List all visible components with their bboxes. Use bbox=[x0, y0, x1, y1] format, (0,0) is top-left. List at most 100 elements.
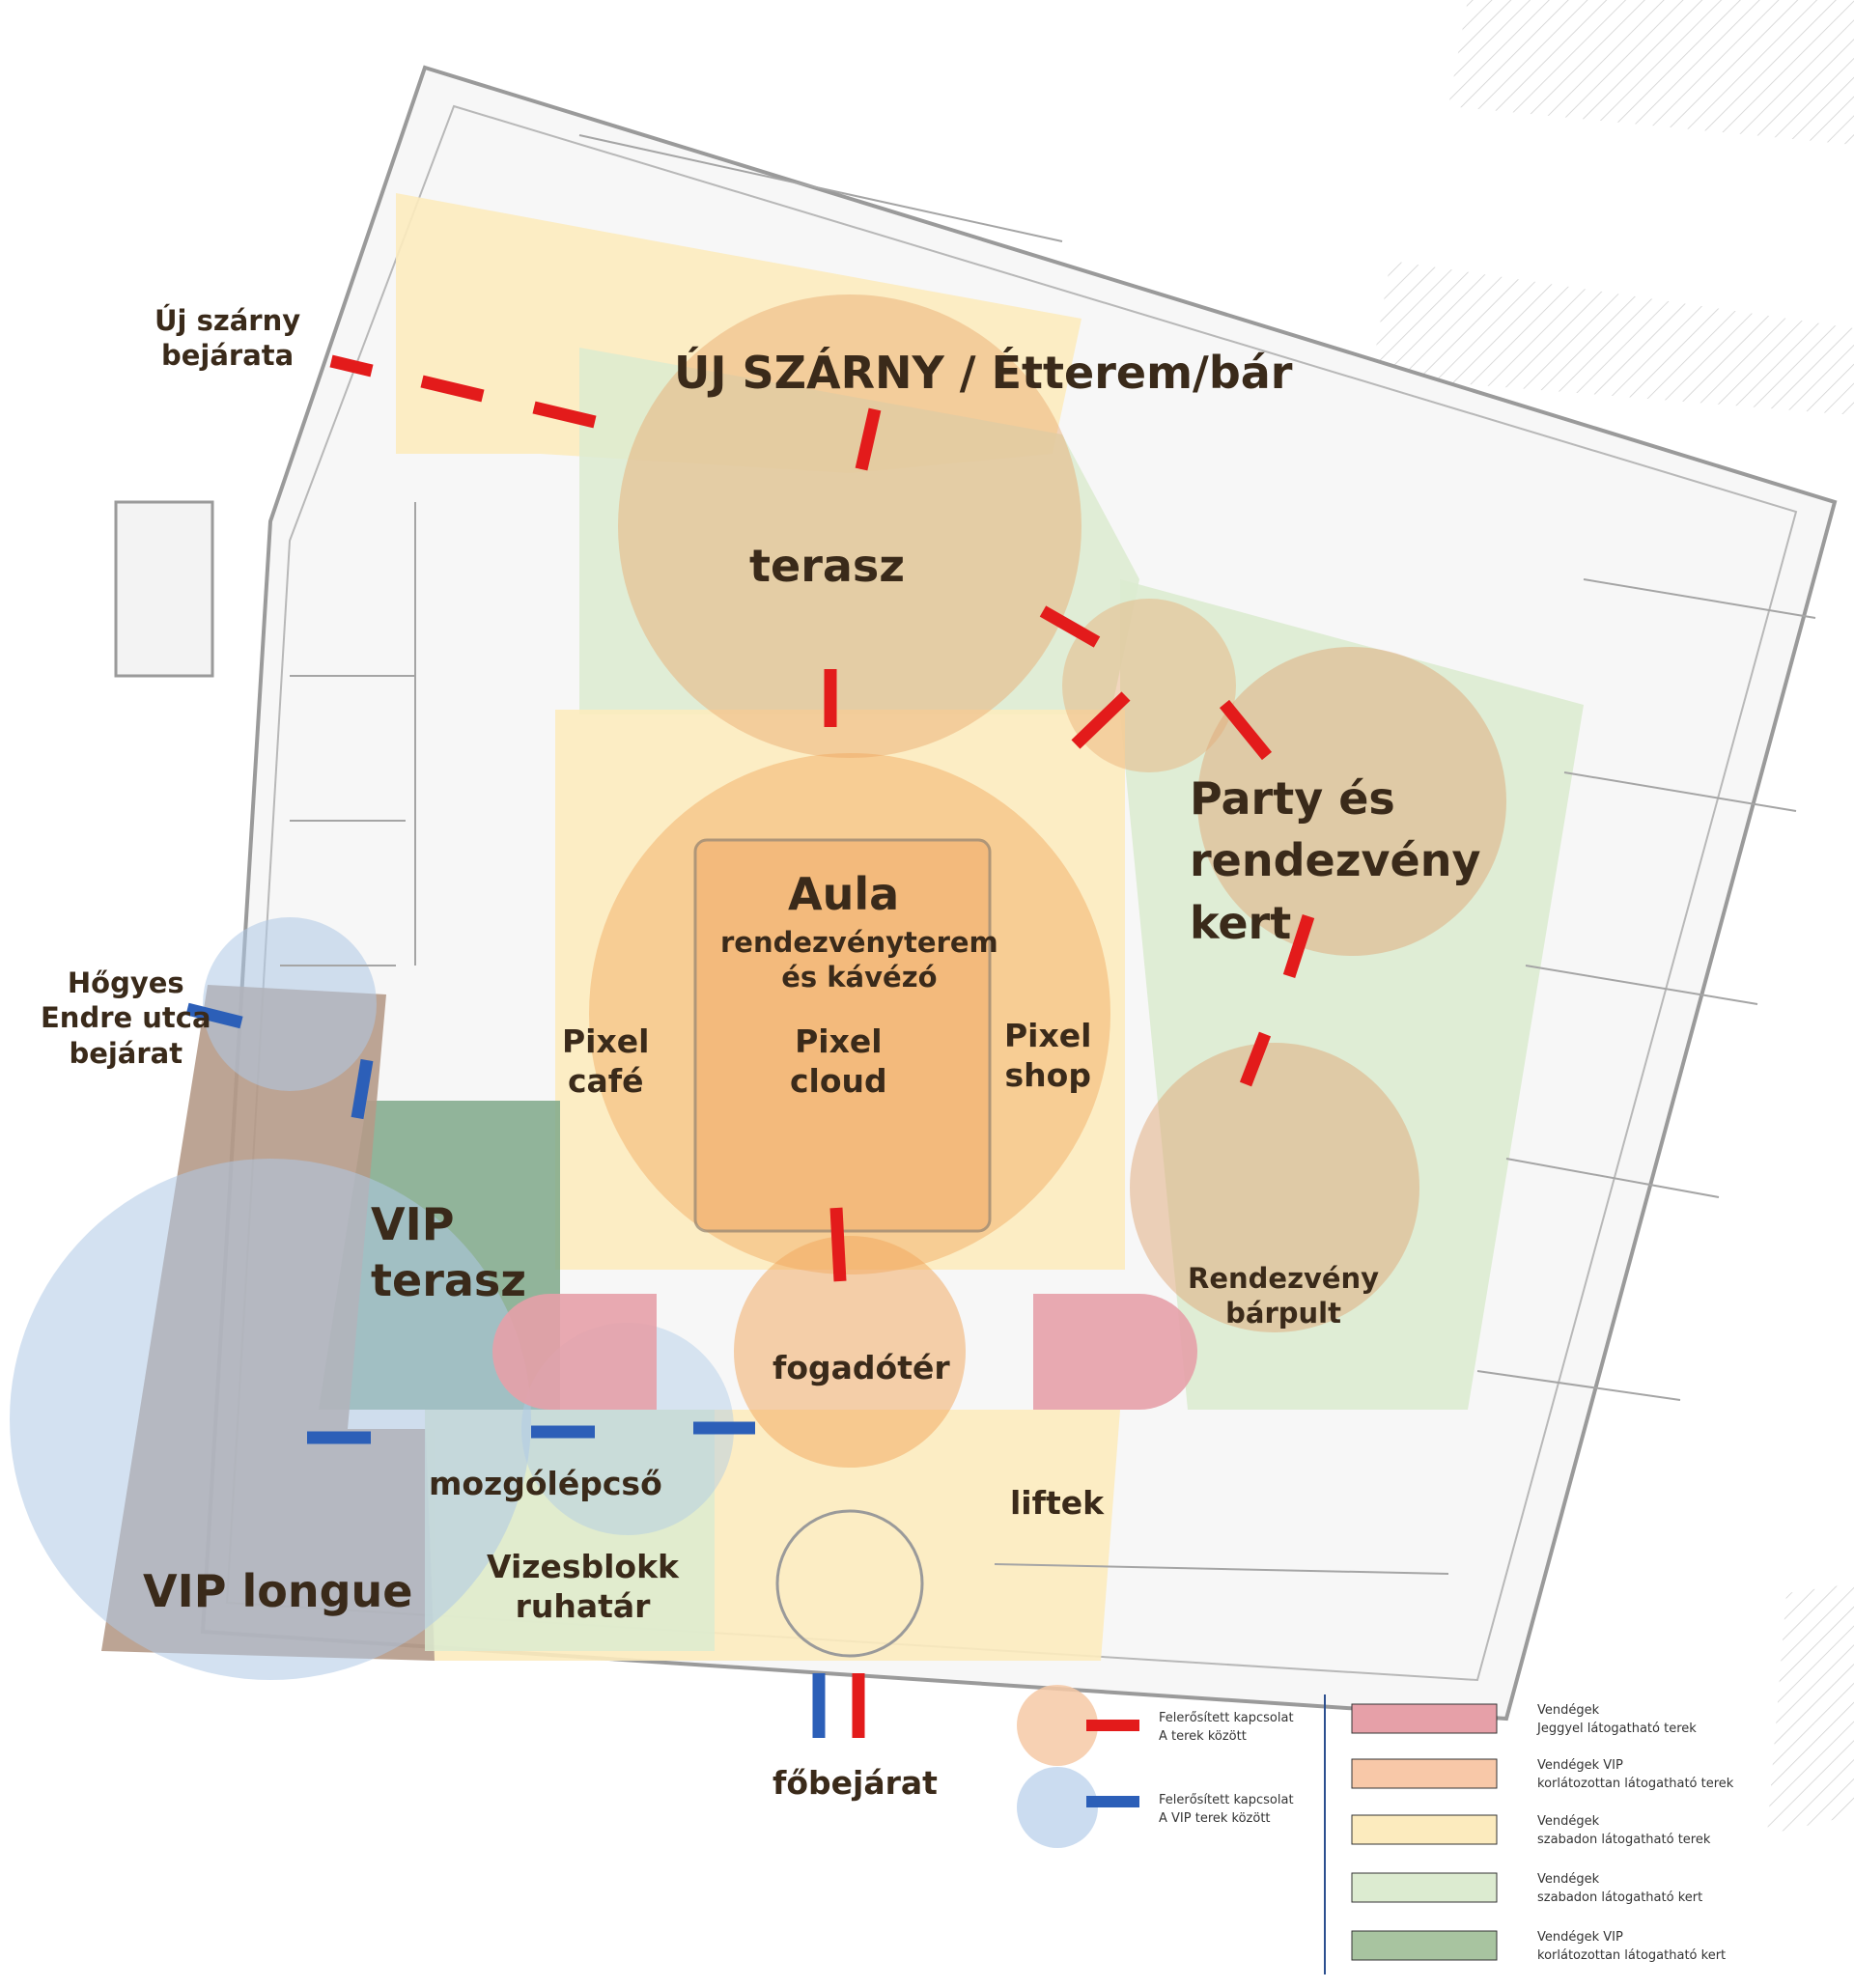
label-pixel-shop: Pixel shop bbox=[1004, 1016, 1091, 1096]
legend-line: szabadon látogatható terek bbox=[1537, 1832, 1711, 1847]
label-line: Vizesblokk bbox=[487, 1548, 679, 1585]
legend-swatch-5 bbox=[1351, 1930, 1498, 1961]
legend-swatch-2 bbox=[1351, 1758, 1498, 1789]
label-vip-longue: VIP longue bbox=[143, 1565, 413, 1617]
ticketed-room-left bbox=[492, 1294, 657, 1410]
label-line: Pixel bbox=[795, 1022, 883, 1060]
label-uj-szarny-title: ÚJ SZÁRNY / Étterem/bár bbox=[674, 347, 1293, 399]
zone-circle-hogyes bbox=[203, 917, 377, 1091]
legend-line: Vendégek bbox=[1537, 1872, 1600, 1887]
legend-text-zone-1: Vendégek Jeggyel látogatható terek bbox=[1537, 1702, 1697, 1739]
legend-circle-orange bbox=[1017, 1685, 1098, 1766]
legend-line: Vendégek VIP bbox=[1537, 1930, 1623, 1945]
zone-new-wing bbox=[396, 193, 1082, 473]
label-fogadoter: fogadótér bbox=[772, 1349, 950, 1386]
entrance-rotunda bbox=[775, 1509, 924, 1658]
blue-connections bbox=[185, 1002, 826, 1738]
label-pixel-cafe: Pixel café bbox=[562, 1022, 649, 1102]
red-connection-9 bbox=[1282, 914, 1315, 978]
legend-line: Jeggyel látogatható terek bbox=[1537, 1721, 1697, 1736]
label-line: terasz bbox=[371, 1253, 527, 1306]
label-line: rendezvényterem bbox=[720, 926, 998, 959]
red-connections bbox=[329, 354, 1315, 1738]
zone-circle-vip-longue bbox=[10, 1159, 531, 1680]
legend-graphics bbox=[1017, 1685, 1498, 1974]
legend-text-red-connection: Felerősített kapcsolat A terek között bbox=[1159, 1710, 1294, 1747]
hatched-area-top-right bbox=[1448, 0, 1854, 145]
legend-swatch-1 bbox=[1351, 1703, 1498, 1734]
zone-terasz-green bbox=[579, 348, 1139, 714]
label-terasz: terasz bbox=[749, 540, 906, 592]
label-rendezveny-barpult: Rendezvény bárpult bbox=[1188, 1261, 1379, 1331]
red-connection-1 bbox=[329, 354, 374, 378]
label-pixel-cloud: Pixel cloud bbox=[790, 1022, 887, 1102]
interior-walls bbox=[280, 134, 1816, 1575]
legend-text-zone-3: Vendégek szabadon látogatható terek bbox=[1537, 1813, 1710, 1850]
blue-connection-1 bbox=[185, 1002, 243, 1029]
legend-swatch-4 bbox=[1351, 1872, 1498, 1903]
zone-circle-terasz bbox=[618, 294, 1082, 758]
legend-line: Felerősített kapcsolat bbox=[1159, 1793, 1294, 1807]
red-connection-11 bbox=[829, 1207, 847, 1282]
label-line: Pixel bbox=[562, 1022, 650, 1060]
label-line: cloud bbox=[790, 1062, 887, 1101]
annex-building bbox=[114, 500, 214, 678]
legend-line: Vendégek VIP bbox=[1537, 1758, 1623, 1773]
legend-text-zone-5: Vendégek VIP korlátozottan látogatható k… bbox=[1537, 1929, 1726, 1966]
label-line: ruhatár bbox=[515, 1587, 651, 1626]
label-line: rendezvény bbox=[1190, 834, 1481, 887]
legend-line: korlátozottan látogatható terek bbox=[1537, 1776, 1734, 1791]
label-fobejarat: főbejárat bbox=[772, 1764, 938, 1802]
legend-text-zone-4: Vendégek szabadon látogatható kert bbox=[1537, 1871, 1702, 1908]
zone-circle-party bbox=[1197, 647, 1506, 956]
label-uj-szarny-bejarata: Új szárny bejárata bbox=[154, 303, 300, 374]
legend-line: Felerősített kapcsolat bbox=[1159, 1711, 1294, 1725]
legend-line: Vendégek bbox=[1537, 1814, 1600, 1829]
label-mozgolepcso: mozgólépcső bbox=[429, 1465, 662, 1502]
legend-line: Vendégek bbox=[1537, 1703, 1600, 1718]
red-connection-3 bbox=[532, 401, 597, 429]
red-connection-4 bbox=[855, 407, 882, 471]
ticketed-room-right bbox=[1033, 1294, 1197, 1410]
label-line: VIP bbox=[371, 1198, 455, 1250]
zone-circle-fogadoter bbox=[734, 1236, 966, 1468]
blue-connection-2 bbox=[351, 1058, 374, 1120]
red-connection-8 bbox=[1219, 699, 1273, 761]
label-line: shop bbox=[1004, 1056, 1091, 1095]
red-connection-10 bbox=[1239, 1031, 1272, 1087]
label-line: café bbox=[567, 1062, 644, 1101]
label-aula-sub: rendezvényterem és kávézó bbox=[720, 925, 998, 995]
label-party-kert: Party és rendezvény kert bbox=[1190, 768, 1480, 954]
legend-line: korlátozottan látogatható kert bbox=[1537, 1947, 1727, 1963]
legend-line: A VIP terek között bbox=[1159, 1810, 1271, 1826]
label-line: Rendezvény bbox=[1188, 1262, 1380, 1295]
label-line: bejárat bbox=[69, 1036, 183, 1070]
label-line: Endre utca bbox=[41, 1001, 211, 1035]
label-line: kert bbox=[1190, 896, 1292, 949]
hatched-area-right bbox=[1371, 261, 1854, 415]
hatched-area-far-right bbox=[1767, 1583, 1854, 1834]
legend-line: A terek között bbox=[1159, 1728, 1247, 1744]
label-line: Party és bbox=[1190, 772, 1395, 825]
label-hogyes-bejarat: Hőgyes Endre utca bejárat bbox=[41, 966, 211, 1071]
legend-circle-blue bbox=[1017, 1767, 1098, 1848]
red-connection-5 bbox=[1039, 605, 1101, 648]
label-line: és kávézó bbox=[781, 961, 938, 994]
label-aula-title: Aula bbox=[788, 868, 900, 920]
label-vip-terasz: VIP terasz bbox=[371, 1197, 526, 1308]
legend-text-blue-connection: Felerősített kapcsolat A VIP terek közöt… bbox=[1159, 1792, 1294, 1829]
label-line: Hőgyes bbox=[67, 966, 184, 999]
label-line: bejárata bbox=[160, 339, 295, 373]
legend-text-zone-2: Vendégek VIP korlátozottan látogatható t… bbox=[1537, 1757, 1733, 1794]
label-line: Új szárny bbox=[154, 304, 301, 337]
zone-circle-barpult bbox=[1130, 1043, 1419, 1332]
label-line: bárpult bbox=[1225, 1297, 1341, 1330]
label-vizesblokk: Vizesblokk ruhatár bbox=[487, 1547, 679, 1627]
zone-circle-junction bbox=[1062, 599, 1236, 772]
red-connection-2 bbox=[420, 375, 485, 403]
label-liftek: liftek bbox=[1010, 1484, 1105, 1522]
legend-line: szabadon látogatható kert bbox=[1537, 1890, 1703, 1905]
label-line: Pixel bbox=[1004, 1017, 1092, 1054]
legend-swatch-3 bbox=[1351, 1814, 1498, 1845]
